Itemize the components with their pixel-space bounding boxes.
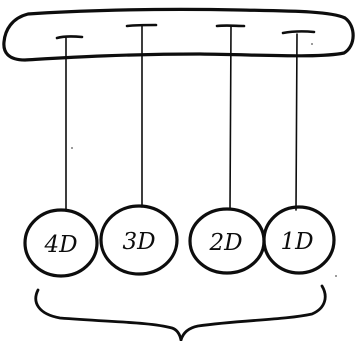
speck bbox=[311, 43, 313, 45]
string-1d bbox=[296, 34, 297, 210]
pendulum-4d: 4D bbox=[25, 36, 97, 276]
ball-label-4d: 4D bbox=[43, 232, 77, 258]
string-hook-4d bbox=[57, 36, 82, 38]
support-bar bbox=[4, 9, 353, 60]
grouping-brace bbox=[36, 286, 325, 340]
speck bbox=[335, 275, 337, 277]
ball-label-2d: 2D bbox=[208, 230, 242, 256]
speck bbox=[71, 147, 73, 149]
string-2d bbox=[230, 27, 231, 209]
ball-label-3d: 3D bbox=[122, 229, 155, 255]
string-hook-1d bbox=[283, 31, 314, 33]
pendulum-3d: 3D bbox=[101, 25, 177, 274]
pendulum-2d: 2D bbox=[190, 26, 264, 273]
pendulum-1d: 1D bbox=[264, 31, 334, 273]
ball-label-1d: 1D bbox=[280, 229, 313, 255]
